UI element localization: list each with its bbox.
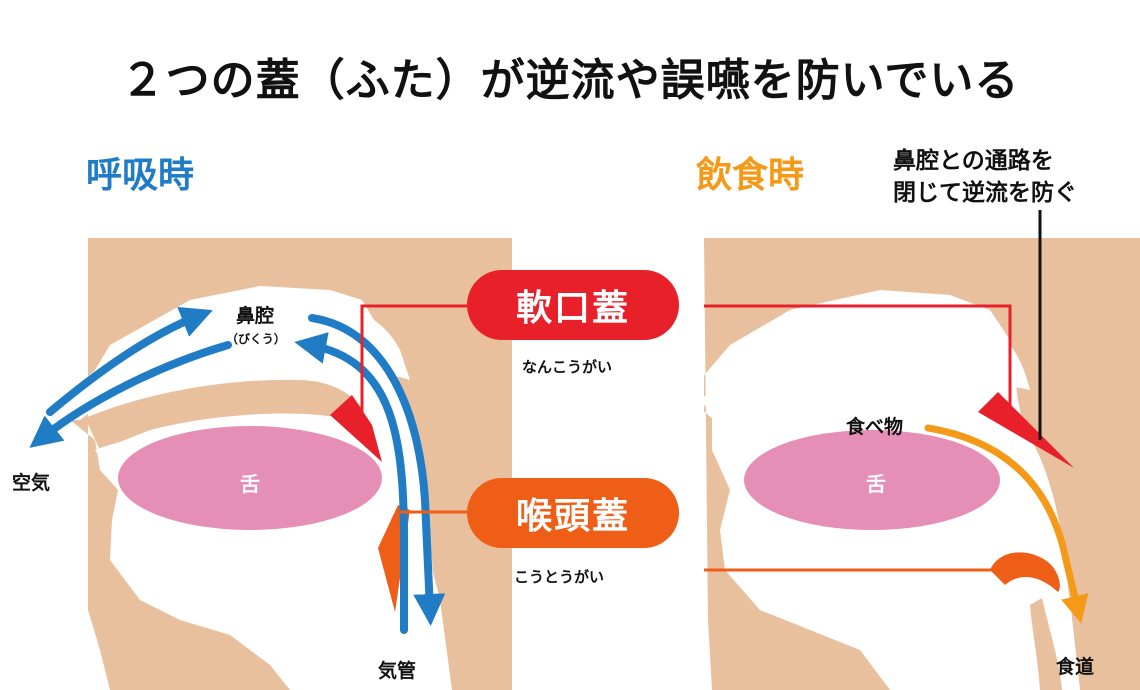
left-hard-palate [85, 379, 362, 450]
left-tongue [118, 426, 382, 530]
nasal-block-note-line1: 鼻腔との通路を [893, 148, 1054, 174]
right-tongue [744, 430, 1000, 530]
right-epiglottis [990, 552, 1060, 592]
panel-divider [512, 238, 532, 690]
soft-palate-reading: なんこうがい [522, 358, 613, 376]
heading-breathing: 呼吸時 [86, 155, 195, 196]
epiglottis-badge: 喉頭蓋 [467, 478, 679, 548]
right-tongue-label: 舌 [866, 472, 886, 496]
food-label: 食べ物 [846, 416, 904, 438]
epiglottis-reading: こうとうがい [514, 568, 605, 586]
right-nasal-cavity [700, 315, 1030, 407]
left-nasal-cavity [50, 298, 410, 420]
breath-arrow-up [294, 332, 408, 634]
left-head-skin [70, 238, 512, 690]
nasal-block-note: 鼻腔との通路を 閉じて逆流を防ぐ [893, 145, 1077, 209]
heading-eating: 飲食時 [696, 155, 805, 196]
esophagus-label: 食道 [1056, 656, 1095, 678]
breath-arrow-down [308, 314, 446, 626]
nasal-cavity-reading: （びくう） [226, 332, 286, 346]
breath-arrow-inhale-nose [46, 307, 213, 416]
soft-palate-connector [360, 304, 1012, 430]
air-label: 空気 [12, 472, 51, 494]
right-head-skin [690, 238, 1140, 690]
food-arrow [924, 424, 1089, 624]
breath-arrow-exhale-nose [29, 341, 232, 448]
right-esophagus-wall [1030, 598, 1062, 690]
nasal-cavity-label: 鼻腔 [236, 305, 275, 327]
left-tongue-label: 舌 [240, 472, 260, 496]
left-soft-palate [330, 395, 382, 462]
breath-arrows [29, 307, 446, 634]
page-title: ２つの蓋（ふた）が逆流や誤嚥を防いでいる [120, 55, 1020, 106]
soft-palate-badge: 軟口蓋 [467, 270, 679, 340]
left-trachea-wall [446, 590, 488, 690]
right-soft-palate [978, 392, 1074, 468]
nasal-block-note-line2: 閉じて逆流を防ぐ [893, 180, 1077, 206]
trachea-label: 気管 [378, 660, 417, 682]
